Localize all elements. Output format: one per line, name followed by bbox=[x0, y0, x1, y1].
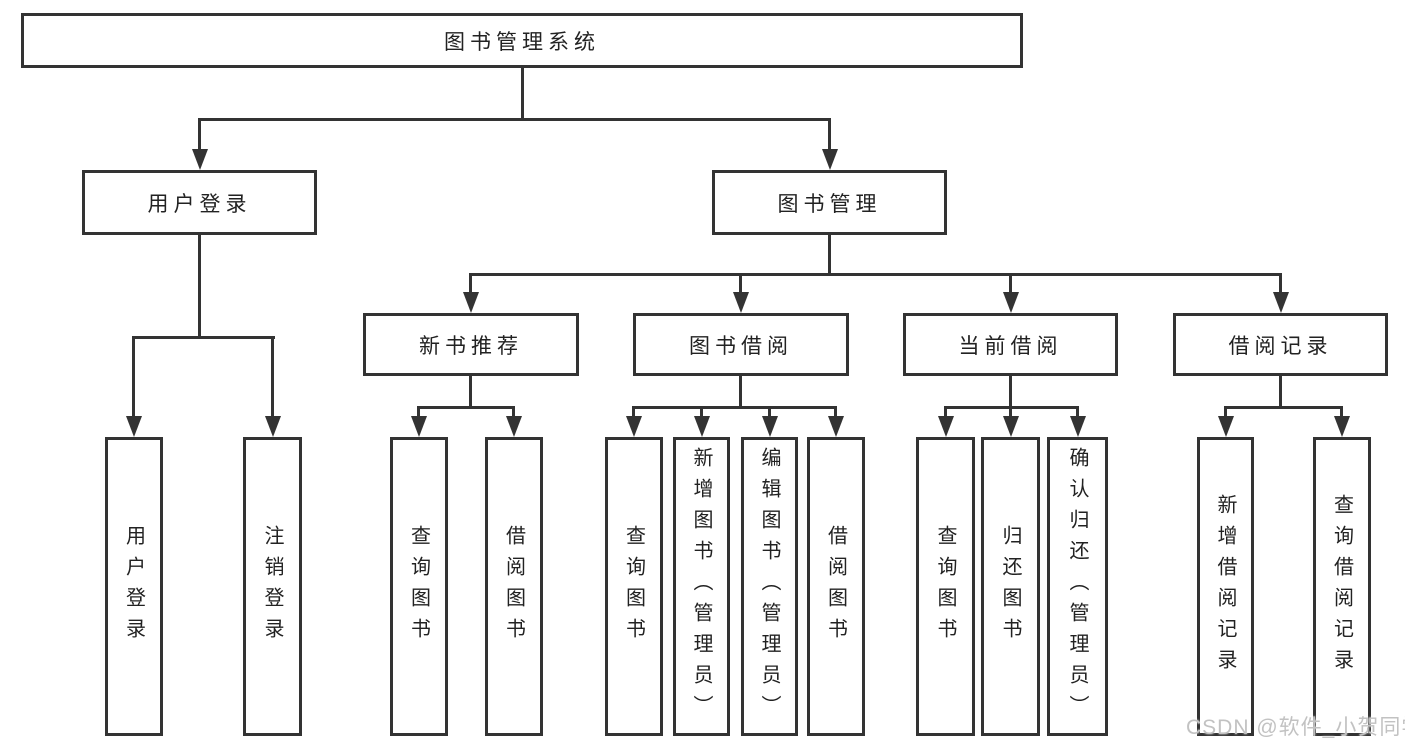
node-current-borrowing: 当前借阅 bbox=[903, 313, 1118, 376]
connector-line bbox=[469, 273, 1282, 276]
connector-line bbox=[739, 273, 742, 295]
node-new-book-recommend: 新书推荐 bbox=[363, 313, 579, 376]
connector-line bbox=[132, 336, 135, 417]
connector-line bbox=[828, 118, 831, 152]
connector-line bbox=[834, 406, 837, 417]
node-label: 新增借阅记录 bbox=[1214, 493, 1236, 680]
arrow-down bbox=[506, 416, 522, 437]
leaf-user-login: 用户登录 bbox=[105, 437, 163, 736]
connector-line bbox=[1279, 376, 1282, 406]
arrow-down bbox=[1272, 292, 1289, 313]
connector-line bbox=[1279, 273, 1282, 295]
arrow-down bbox=[693, 416, 710, 437]
connector-line bbox=[700, 406, 703, 417]
arrow-down bbox=[411, 416, 427, 437]
connector-line bbox=[828, 235, 831, 273]
connector-line bbox=[417, 406, 515, 409]
leaf-add-borrow-record: 新增借阅记录 bbox=[1197, 437, 1254, 736]
node-label: 确认归还（管理员） bbox=[1066, 447, 1088, 726]
leaf-logout: 注销登录 bbox=[243, 437, 302, 736]
connector-line bbox=[1009, 406, 1012, 417]
connector-line bbox=[1224, 406, 1227, 417]
node-label: 图书管理系统 bbox=[444, 30, 600, 54]
node-label: 编辑图书（管理员） bbox=[758, 447, 780, 726]
arrow-down bbox=[264, 416, 281, 437]
connector-line bbox=[632, 406, 837, 409]
leaf-borrow-books-recommend: 借阅图书 bbox=[485, 437, 543, 736]
arrow-down bbox=[1217, 416, 1234, 437]
arrow-down bbox=[937, 416, 954, 437]
connector-line bbox=[469, 273, 472, 295]
node-borrowing-records: 借阅记录 bbox=[1173, 313, 1388, 376]
node-label: 借阅记录 bbox=[1228, 334, 1333, 358]
connector-line bbox=[1224, 406, 1343, 409]
connector-line bbox=[132, 336, 275, 339]
node-user-login: 用户登录 bbox=[82, 170, 317, 235]
arrow-down bbox=[191, 149, 208, 170]
leaf-query-books-current: 查询图书 bbox=[916, 437, 975, 736]
connector-line bbox=[271, 336, 274, 417]
node-library-management-system: 图书管理系统 bbox=[21, 13, 1023, 68]
node-label: 查询图书 bbox=[622, 524, 645, 649]
arrow-down bbox=[1334, 416, 1350, 437]
connector-line bbox=[512, 406, 515, 417]
arrow-down bbox=[732, 292, 749, 313]
connector-line bbox=[198, 118, 831, 121]
arrow-down bbox=[126, 416, 142, 437]
node-book-borrowing: 图书借阅 bbox=[633, 313, 849, 376]
connector-line bbox=[1009, 273, 1012, 295]
node-label: 新增图书（管理员） bbox=[690, 447, 712, 726]
connector-line bbox=[198, 118, 201, 152]
connector-line bbox=[1009, 376, 1012, 406]
node-label: 查询图书 bbox=[934, 524, 956, 649]
arrow-down bbox=[1002, 292, 1019, 313]
leaf-confirm-return-admin: 确认归还（管理员） bbox=[1047, 437, 1108, 736]
node-label: 当前借阅 bbox=[958, 334, 1063, 358]
node-label: 新书推荐 bbox=[419, 334, 523, 358]
leaf-edit-book-admin: 编辑图书（管理员） bbox=[741, 437, 798, 736]
connector-line bbox=[632, 406, 635, 417]
connector-line bbox=[1340, 406, 1343, 417]
node-label: 查询图书 bbox=[407, 524, 430, 649]
leaf-query-books-recommend: 查询图书 bbox=[390, 437, 448, 736]
connector-line bbox=[739, 376, 742, 406]
connector-line bbox=[198, 235, 201, 336]
arrow-down bbox=[1002, 416, 1019, 437]
node-label: 图书借阅 bbox=[689, 334, 793, 358]
node-label: 借阅图书 bbox=[502, 524, 525, 649]
leaf-add-book-admin: 新增图书（管理员） bbox=[673, 437, 730, 736]
connector-line bbox=[521, 68, 524, 120]
connector-line bbox=[1076, 406, 1079, 417]
arrow-down bbox=[828, 416, 844, 437]
node-book-management: 图书管理 bbox=[712, 170, 947, 235]
connector-line bbox=[768, 406, 771, 417]
node-label: 用户登录 bbox=[147, 192, 252, 216]
watermark: CSDN @软件_小贺同学 bbox=[1186, 716, 1405, 739]
arrow-down bbox=[761, 416, 778, 437]
node-label: 注销登录 bbox=[261, 524, 283, 649]
leaf-return-book: 归还图书 bbox=[981, 437, 1040, 736]
connector-line bbox=[417, 406, 420, 417]
connector-line bbox=[469, 376, 472, 406]
connector-line bbox=[944, 406, 947, 417]
arrow-down bbox=[462, 292, 479, 313]
node-label: 查询借阅记录 bbox=[1330, 493, 1353, 680]
arrow-down bbox=[1069, 416, 1086, 437]
leaf-query-books-borrowing: 查询图书 bbox=[605, 437, 663, 736]
node-label: 图书管理 bbox=[777, 192, 882, 216]
node-label: 借阅图书 bbox=[824, 524, 847, 649]
arrow-down bbox=[821, 149, 838, 170]
node-label: 归还图书 bbox=[999, 524, 1021, 649]
leaf-query-borrow-record: 查询借阅记录 bbox=[1313, 437, 1371, 736]
leaf-borrow-books-borrowing: 借阅图书 bbox=[807, 437, 865, 736]
node-label: 用户登录 bbox=[122, 524, 145, 649]
arrow-down bbox=[626, 416, 642, 437]
